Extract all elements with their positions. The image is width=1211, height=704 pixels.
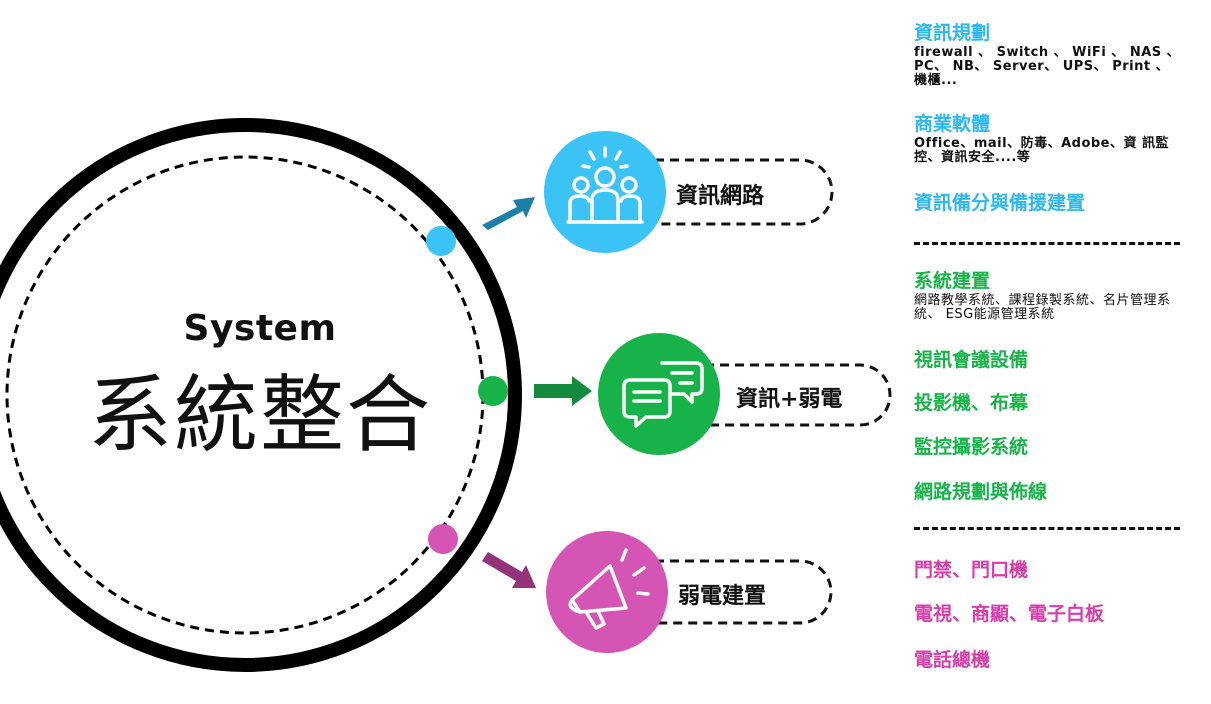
item-projector: 投影機、布幕 — [914, 392, 1029, 414]
ring-dot-green — [478, 376, 508, 406]
chat-bubbles-icon — [622, 361, 704, 428]
section-systems: 系統建置 網路教學系統、課程錄製系統、名片管理系統、 ESG能源管理系統 — [914, 268, 1184, 322]
item-access-control: 門禁、門口機 — [914, 559, 1029, 581]
section-network-planning: 資訊規劃 firewall 、 Switch 、 WiFi 、 NAS 、 PC… — [914, 20, 1184, 88]
section-backup: 資訊備分與備援建置 — [914, 190, 1184, 216]
arrow-to-hybrid — [534, 376, 592, 406]
pill-outline-hybrid — [690, 363, 892, 427]
node-label-network: 資訊網路 — [676, 184, 765, 209]
ring-dot-pink — [428, 524, 458, 554]
pill-outline-network — [640, 158, 834, 226]
arrow-to-network — [482, 197, 535, 230]
item-pbx: 電話總機 — [914, 649, 991, 671]
item-network-cabling: 網路規劃與佈線 — [914, 481, 1048, 503]
node-label-hybrid: 資訊+弱電 — [736, 387, 843, 412]
center-title-en: System — [183, 308, 337, 349]
heading-business-software: 商業軟體 — [914, 113, 991, 135]
team-icon — [566, 146, 644, 224]
desc-business-software: Office、mail、防毒、Adobe、資 訊監控、資訊安全....等 — [914, 136, 1170, 165]
arrow-to-weak — [482, 552, 536, 588]
heading-network-planning: 資訊規劃 — [914, 22, 991, 44]
hybrid-node-circle — [598, 333, 720, 455]
item-video-conference: 視訊會議設備 — [914, 349, 1029, 371]
outer-ring — [0, 118, 522, 672]
ring-dot-blue — [426, 226, 456, 256]
heading-backup: 資訊備分與備援建置 — [914, 192, 1086, 214]
heading-systems: 系統建置 — [914, 270, 991, 292]
desc-systems: 網路教學系統、課程錄製系統、名片管理系統、 ESG能源管理系統 — [914, 293, 1171, 322]
node-label-weak: 弱電建置 — [678, 584, 767, 609]
megaphone-icon — [568, 548, 650, 630]
section-business-software: 商業軟體 Office、mail、防毒、Adobe、資 訊監控、資訊安全....… — [914, 111, 1184, 165]
desc-network-planning: firewall 、 Switch 、 WiFi 、 NAS 、 PC、 NB、… — [914, 45, 1181, 88]
item-displays: 電視、商顯、電子白板 — [914, 603, 1105, 625]
weak-node-circle — [546, 531, 668, 653]
center-title-zh: 系統整合 — [87, 366, 432, 464]
item-surveillance: 監控攝影系統 — [914, 436, 1029, 458]
divider-1 — [914, 242, 1180, 245]
divider-2 — [914, 527, 1180, 530]
pill-outline-weak — [640, 559, 833, 625]
